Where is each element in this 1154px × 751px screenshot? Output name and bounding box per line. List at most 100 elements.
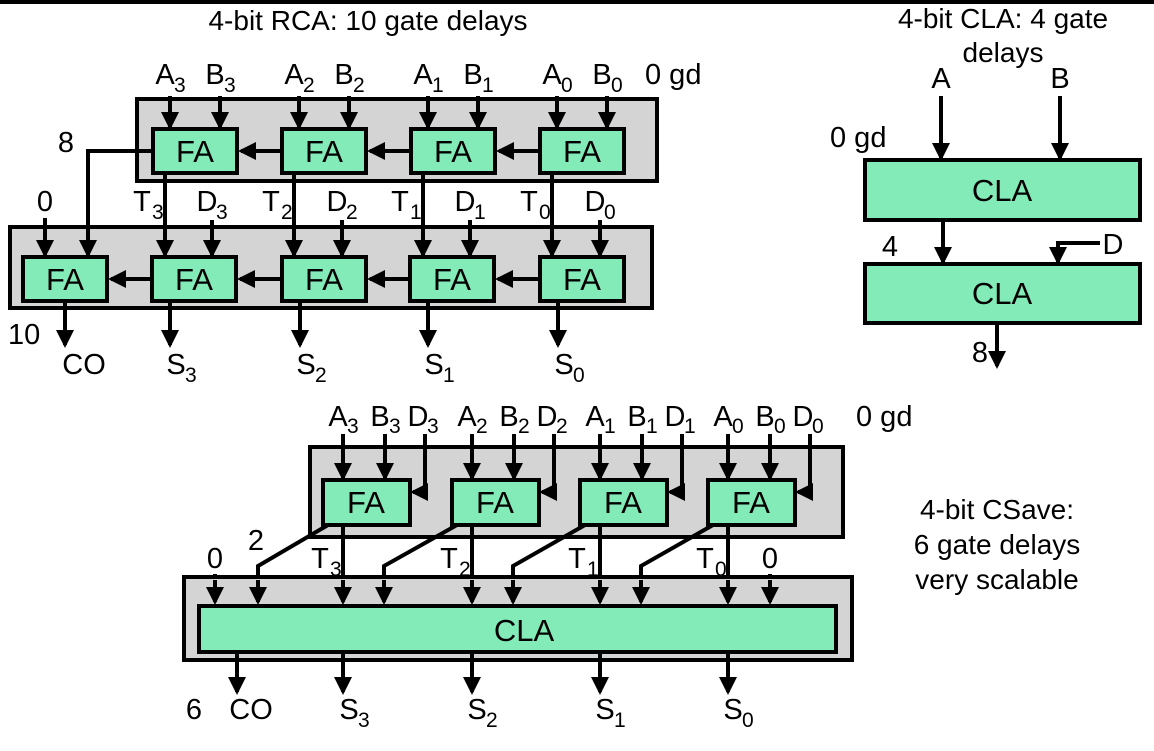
csave-input-b1-bit: 1 (646, 415, 658, 438)
csave-input-a1-bit: 1 (604, 415, 616, 438)
csave-sum2-bit: 2 (486, 709, 498, 732)
csave-input-d2-bit: 2 (556, 415, 568, 438)
csave-fa-bit0 (706, 478, 797, 527)
rca-mid-t2: T (262, 186, 280, 218)
csave-mid-t3: T (311, 543, 329, 575)
csave-caption-line3: very scalable (915, 564, 1078, 595)
top-border (0, 0, 1154, 4)
rca-input-b2-bit: 2 (353, 74, 365, 97)
csave-input-b3: B (370, 401, 389, 433)
csave-mid-t1-bit: 1 (587, 558, 599, 581)
csave-fa-bit2 (450, 478, 541, 527)
wire-csave-d1 (667, 434, 685, 501)
csave-input-b2-bit: 2 (518, 415, 530, 438)
csave-mid-t0: T (696, 543, 714, 575)
rca-input-a3: A (155, 59, 175, 91)
rca-input-b1-bit: 1 (482, 74, 494, 97)
rca-fa2-bit3 (150, 255, 238, 303)
rca-sum1: S (424, 349, 443, 381)
csave-sum1-bit: 1 (614, 709, 626, 732)
csave-fa-bit1 (578, 478, 669, 527)
rca-row1-carry-delay: 8 (58, 127, 74, 159)
csave-input-b3-bit: 3 (389, 415, 401, 438)
csave-input-a1: A (585, 401, 605, 433)
cla-block-2-label: CLA (972, 276, 1033, 311)
rca-input-b2: B (334, 59, 353, 91)
csave-input-b1: B (627, 401, 646, 433)
cla-title-line2: delays (963, 37, 1044, 68)
csave-carry-delay: 2 (248, 525, 264, 557)
rca-carry-out-label: CO (62, 349, 106, 381)
wire-csave-d2 (539, 434, 557, 501)
csave-sum0-bit: 0 (742, 709, 754, 732)
rca-fa-bit0 (538, 127, 626, 175)
cla-block-2 (863, 262, 1142, 325)
rca-mid-d1: D (455, 186, 476, 218)
rca-total-delay: 10 (8, 319, 40, 351)
rca-carry-in-zero: 0 (37, 186, 53, 218)
cla-section: 4-bit CLA: 4 gate delays A B 0 gd CLA 4 … (830, 3, 1142, 369)
csave-carry-out-label: CO (229, 694, 273, 726)
rca-section: 4-bit RCA: 10 gate delays FA FA FA FA (8, 5, 701, 387)
rca-input-b1: B (463, 59, 482, 91)
rca-sum0-bit: 0 (573, 364, 585, 387)
wire-csave-d0 (795, 434, 813, 501)
rca-mid-d3: D (197, 186, 218, 218)
rca-mid-t0: T (520, 186, 538, 218)
csave-sum1: S (595, 694, 614, 726)
csave-caption-line2: 6 gate delays (914, 529, 1081, 560)
rca-input-b0: B (592, 59, 611, 91)
cla-input-d: D (1103, 229, 1124, 261)
csave-input-a3-bit: 3 (347, 415, 359, 438)
csave-fa-bit0-label: FA (732, 485, 770, 520)
csave-input-d1-bit: 1 (684, 415, 696, 438)
rca-input-b0-bit: 0 (611, 74, 623, 97)
rca-fa-bit1-label: FA (434, 134, 472, 169)
rca-fa-bit2-label: FA (305, 134, 343, 169)
wire-rca-row1-carryout (79, 149, 153, 258)
cla-input-a: A (931, 63, 951, 95)
csave-mid-t2-bit: 2 (459, 558, 471, 581)
csave-sum3-bit: 3 (358, 709, 370, 732)
rca-mid-d3-bit: 3 (216, 201, 228, 224)
csave-zero-left-label: 0 (207, 543, 223, 575)
rca-fa2-co-label: FA (46, 262, 84, 297)
cla-total-delay: 8 (972, 337, 988, 369)
rca-fa2-bit0 (538, 255, 626, 303)
rca-sum1-bit: 1 (443, 364, 455, 387)
cla-block-1 (863, 158, 1142, 222)
rca-mid-t2-bit: 2 (281, 201, 293, 224)
rca-mid-d1-bit: 1 (474, 201, 486, 224)
rca-fa2-bit2-label: FA (305, 262, 343, 297)
csave-input-d2: D (537, 401, 558, 433)
csave-fa-bit1-label: FA (604, 485, 642, 520)
csave-input-a2-bit: 2 (476, 415, 488, 438)
csave-input-d3: D (408, 401, 429, 433)
rca-fa2-bit3-label: FA (175, 262, 213, 297)
csave-mid-t3-bit: 3 (330, 558, 342, 581)
rca-fa2-bit0-label: FA (563, 262, 601, 297)
csave-sum2: S (467, 694, 486, 726)
csave-cla-label: CLA (494, 613, 555, 648)
rca-input-a0: A (542, 59, 562, 91)
rca-mid-t1-bit: 1 (410, 201, 422, 224)
rca-mid-t0-bit: 0 (539, 201, 551, 224)
cla-input-b: B (1050, 63, 1069, 95)
csave-input-a2: A (457, 401, 477, 433)
rca-input-a0-bit: 0 (561, 74, 573, 97)
csave-input-a0-bit: 0 (732, 415, 744, 438)
rca-input-a3-bit: 3 (174, 74, 186, 97)
csave-input-d0-bit: 0 (812, 415, 824, 438)
rca-input-a2: A (284, 59, 304, 91)
csave-caption-line1: 4-bit CSave: (920, 494, 1074, 525)
csave-input-d3-bit: 3 (427, 415, 439, 438)
cla-mid-delay: 4 (882, 231, 898, 263)
csave-input-d0: D (793, 401, 814, 433)
rca-input-a1-bit: 1 (432, 74, 444, 97)
rca-mid-t1: T (391, 186, 409, 218)
csave-input-b0: B (755, 401, 774, 433)
csave-mid-t1: T (568, 543, 586, 575)
csave-mid-t2: T (440, 543, 458, 575)
